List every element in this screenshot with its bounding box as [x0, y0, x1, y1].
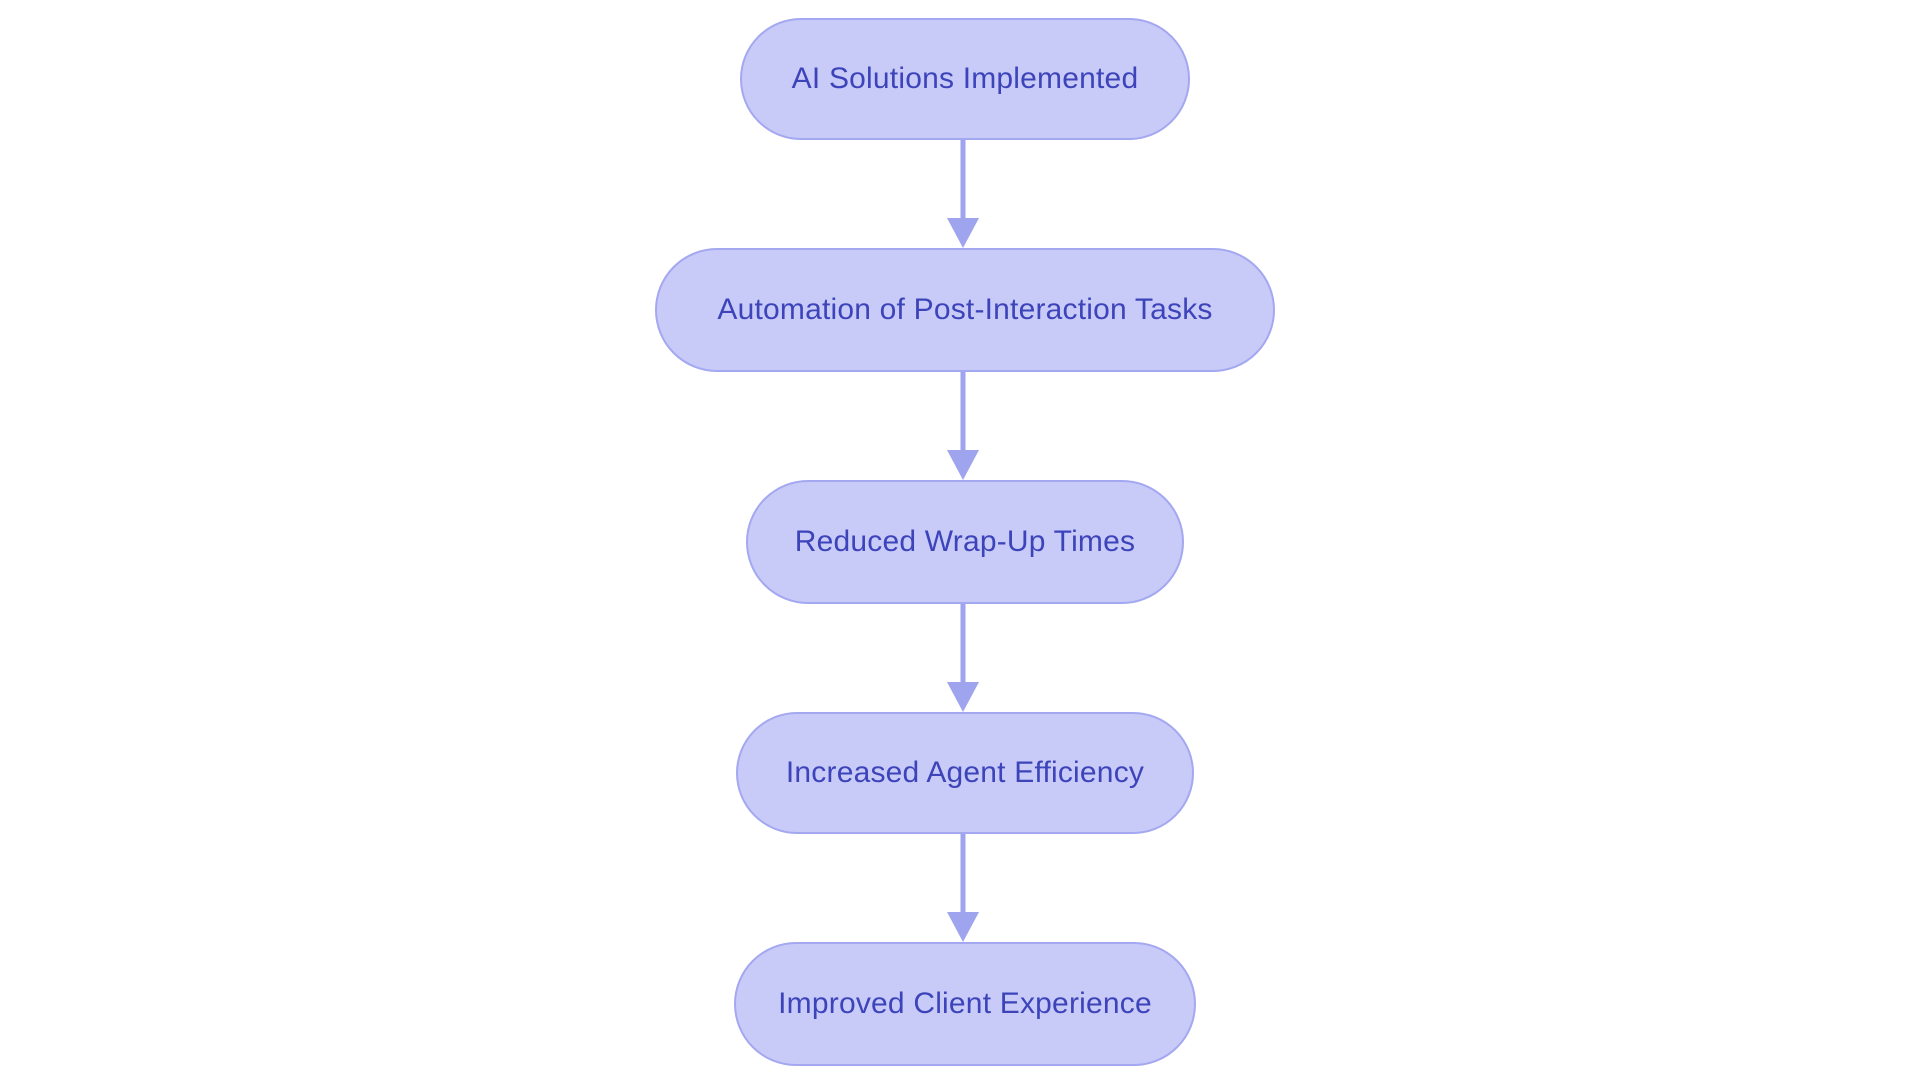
arrow-line	[960, 140, 966, 220]
flow-node-improved-client-experience: Improved Client Experience	[734, 942, 1196, 1066]
flow-node-ai-solutions-implemented: AI Solutions Implemented	[740, 18, 1190, 140]
arrow-line	[960, 372, 966, 452]
flow-node-label: Automation of Post-Interaction Tasks	[717, 293, 1213, 326]
flow-arrow-3	[947, 604, 979, 712]
flow-node-label: Reduced Wrap-Up Times	[794, 525, 1136, 558]
flow-node-automation-post-interaction-tasks: Automation of Post-Interaction Tasks	[655, 248, 1275, 372]
flow-node-reduced-wrap-up-times: Reduced Wrap-Up Times	[746, 480, 1184, 604]
arrow-head-down-icon	[947, 912, 979, 942]
flow-node-label: AI Solutions Implemented	[791, 62, 1139, 95]
arrow-head-down-icon	[947, 218, 979, 248]
arrow-line	[960, 604, 966, 684]
flow-node-increased-agent-efficiency: Increased Agent Efficiency	[736, 712, 1194, 834]
flow-node-label: Improved Client Experience	[778, 987, 1152, 1020]
arrow-head-down-icon	[947, 682, 979, 712]
flow-arrow-4	[947, 834, 979, 942]
flow-arrow-1	[947, 140, 979, 248]
flow-arrow-2	[947, 372, 979, 480]
arrow-line	[960, 834, 966, 914]
flow-node-label: Increased Agent Efficiency	[785, 756, 1145, 789]
arrow-head-down-icon	[947, 450, 979, 480]
